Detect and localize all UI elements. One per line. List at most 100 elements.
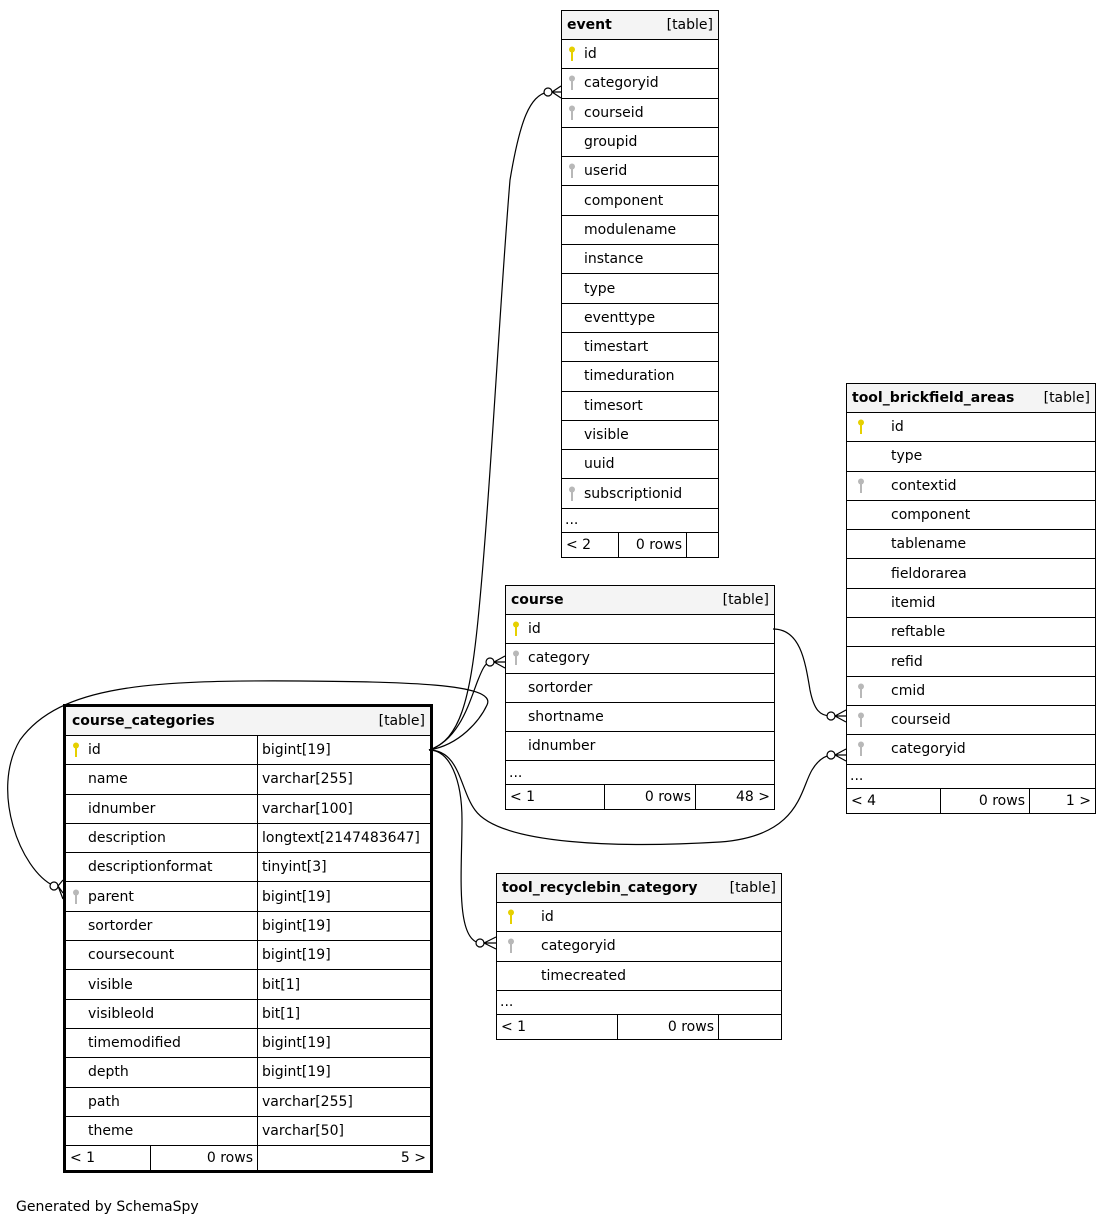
column-row-instance[interactable]: instance bbox=[562, 245, 718, 275]
edge-brickfield-courseid[interactable] bbox=[772, 628, 832, 717]
column-name-cell: visible bbox=[66, 970, 257, 998]
column-type: varchar[100] bbox=[257, 794, 430, 823]
column-row-contextid[interactable]: contextid bbox=[847, 472, 1095, 501]
column-name: categoryid bbox=[891, 741, 966, 758]
column-name-cell: fieldorarea bbox=[847, 559, 1095, 587]
column-row-courseid[interactable]: courseid bbox=[847, 706, 1095, 736]
more-columns: ... bbox=[497, 991, 781, 1015]
column-row-userid[interactable]: userid bbox=[562, 157, 718, 187]
table-name: tool_recyclebin_category bbox=[502, 880, 698, 896]
table-header[interactable]: course [table] bbox=[506, 586, 774, 615]
column-name: type bbox=[891, 448, 923, 465]
column-name: groupid bbox=[584, 134, 638, 151]
column-row-component[interactable]: component bbox=[847, 501, 1095, 531]
column-row-visible[interactable]: visible bbox=[562, 421, 718, 451]
edge-end-marker bbox=[826, 750, 836, 760]
column-row-fieldorarea[interactable]: fieldorarea bbox=[847, 559, 1095, 589]
column-name: id bbox=[584, 46, 597, 63]
column-name-cell: timeduration bbox=[562, 362, 718, 390]
column-row-categoryid[interactable]: categoryid bbox=[847, 735, 1095, 765]
column-name: sortorder bbox=[528, 679, 593, 696]
children-count[interactable] bbox=[687, 533, 718, 557]
edge-course-category[interactable] bbox=[428, 661, 491, 751]
column-row-cmid[interactable]: cmid bbox=[847, 677, 1095, 706]
column-name-cell: sortorder bbox=[506, 674, 774, 702]
column-row-categoryid[interactable]: categoryid bbox=[497, 932, 781, 962]
column-row-reftable[interactable]: reftable bbox=[847, 618, 1095, 648]
column-name: contextid bbox=[891, 477, 957, 494]
column-row-subscriptionid[interactable]: subscriptionid bbox=[562, 479, 718, 509]
edge-recyclebin-categoryid[interactable] bbox=[428, 749, 481, 944]
column-name: timesort bbox=[584, 397, 643, 414]
parents-count[interactable]: < 1 bbox=[497, 1014, 618, 1039]
children-count[interactable] bbox=[719, 1015, 781, 1039]
column-row-id[interactable]: id bbox=[497, 903, 781, 933]
table-tool-brickfield-areas[interactable]: tool_brickfield_areas [table] id type cont… bbox=[846, 383, 1096, 814]
column-name: timestart bbox=[584, 339, 649, 356]
column-row-id[interactable]: id bbox=[847, 413, 1095, 443]
table-header[interactable]: event [table] bbox=[562, 11, 718, 40]
column-row-eventtype[interactable]: eventtype bbox=[562, 304, 718, 333]
crows-foot-marker bbox=[551, 85, 562, 99]
children-count[interactable]: 48 > bbox=[736, 789, 770, 806]
parents-count[interactable]: < 4 bbox=[847, 788, 941, 813]
column-row-id[interactable]: id bbox=[562, 40, 718, 70]
column-row-categoryid[interactable]: categoryid bbox=[562, 69, 718, 99]
column-row-component[interactable]: component bbox=[562, 186, 718, 216]
column-row-type[interactable]: type bbox=[847, 442, 1095, 472]
children-count[interactable]: 5 > bbox=[400, 1150, 426, 1167]
column-row-itemid[interactable]: itemid bbox=[847, 589, 1095, 619]
column-row-refid[interactable]: refid bbox=[847, 647, 1095, 677]
parents-count[interactable]: < 1 bbox=[66, 1146, 151, 1171]
column-name-cell: instance bbox=[562, 245, 718, 273]
column-name-cell: itemid bbox=[847, 589, 1095, 617]
column-row-groupid[interactable]: groupid bbox=[562, 128, 718, 158]
column-row-courseid[interactable]: courseid bbox=[562, 99, 718, 128]
column-row-timecreated[interactable]: timecreated bbox=[497, 962, 781, 991]
parents-count[interactable]: < 1 bbox=[506, 785, 605, 810]
column-name-cell: tablename bbox=[847, 530, 1095, 558]
parents-count[interactable]: < 2 bbox=[562, 532, 619, 557]
column-row-modulename[interactable]: modulename bbox=[562, 216, 718, 246]
column-row-shortname[interactable]: shortname bbox=[506, 703, 774, 733]
column-row-uuid[interactable]: uuid bbox=[562, 450, 718, 480]
table-header[interactable]: tool_brickfield_areas [table] bbox=[847, 384, 1095, 413]
column-row-timeduration[interactable]: timeduration bbox=[562, 362, 718, 392]
table-header[interactable]: course_categories [table] bbox=[66, 707, 430, 736]
column-name-cell: reftable bbox=[847, 618, 1095, 646]
column-row-tablename[interactable]: tablename bbox=[847, 530, 1095, 560]
column-type: bigint[19] bbox=[257, 941, 430, 970]
column-name-cell: name bbox=[66, 765, 257, 793]
column-row-category[interactable]: category bbox=[506, 644, 774, 674]
column-name: idnumber bbox=[528, 738, 596, 755]
column-name: theme bbox=[88, 1123, 134, 1139]
table-header[interactable]: tool_recyclebin_category [table] bbox=[497, 874, 781, 903]
column-row-id[interactable]: id bbox=[506, 615, 774, 645]
column-row-type[interactable]: type bbox=[562, 274, 718, 304]
column-name-cell: visible bbox=[562, 421, 718, 449]
children-count[interactable]: 1 > bbox=[1065, 792, 1091, 809]
column-row-sortorder[interactable]: sortorder bbox=[506, 674, 774, 703]
column-row-timestart[interactable]: timestart bbox=[562, 333, 718, 363]
column-row-idnumber[interactable]: idnumber bbox=[506, 732, 774, 762]
column-row-timesort[interactable]: timesort bbox=[562, 392, 718, 421]
